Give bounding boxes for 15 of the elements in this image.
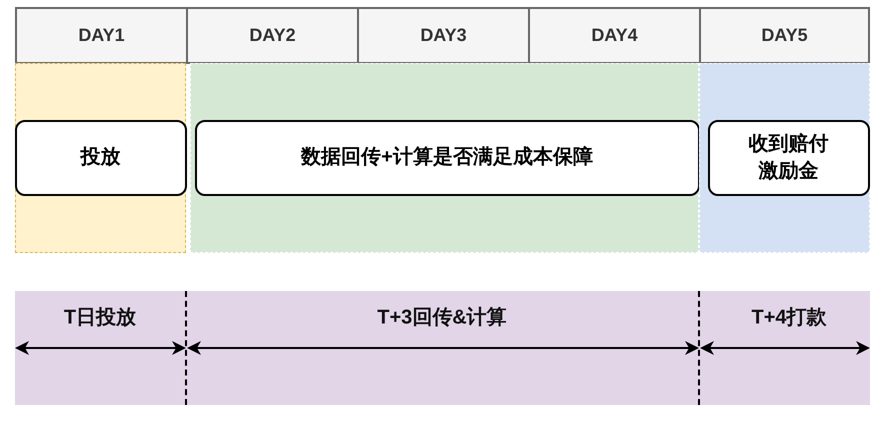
day-header: DAY4 xyxy=(528,7,701,64)
day-header: DAY2 xyxy=(186,7,359,64)
process-box: 投放 xyxy=(14,120,186,196)
period-label: T日投放 xyxy=(64,306,136,330)
process-box: 收到赔付激励金 xyxy=(708,120,870,196)
phase-band xyxy=(190,63,699,253)
period-label: T+3回传&计算 xyxy=(377,306,507,330)
day-header: DAY3 xyxy=(357,7,530,64)
phase-band xyxy=(15,63,186,253)
phase-band xyxy=(699,63,870,253)
period-label: T+4打款 xyxy=(751,306,827,330)
process-box: 数据回传+计算是否满足成本保障 xyxy=(194,120,700,196)
schedule-band xyxy=(15,291,870,405)
day-header: DAY5 xyxy=(699,7,870,64)
day-header: DAY1 xyxy=(15,7,188,64)
